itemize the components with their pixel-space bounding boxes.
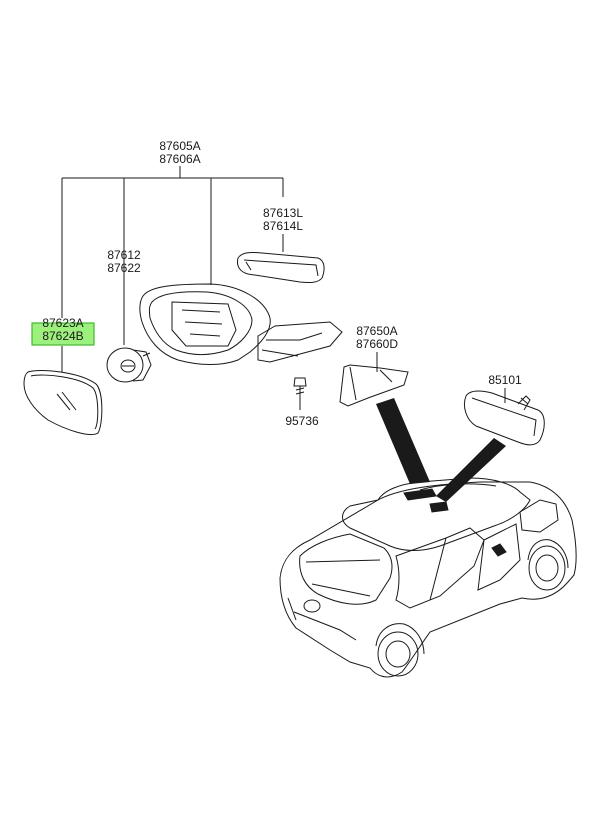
mirror-cover-part [237,252,325,283]
label-85101[interactable]: 85101 [488,373,522,387]
label-87623a[interactable]: 87623A [42,316,83,330]
vehicle-illustration [279,477,577,678]
label-87606a[interactable]: 87606A [159,152,200,166]
inside-mirror-part [463,390,545,446]
label-87624b[interactable]: 87624B [42,329,83,343]
actuator-part [106,347,152,383]
label-87605a[interactable]: 87605A [159,139,200,153]
label-87612[interactable]: 87612 [107,248,141,262]
screw-part [293,377,307,398]
label-87614l[interactable]: 87614L [263,219,303,233]
label-95736[interactable]: 95736 [285,414,319,428]
outside-mirror-housing-part [139,283,343,365]
leader-lines [61,166,506,410]
inside-cover-part [339,364,409,407]
pointer-arrows [376,398,506,502]
mirror-glass-part [23,370,103,435]
label-87660d[interactable]: 87660D [356,337,398,351]
highlight-box[interactable] [31,322,95,346]
label-87613l[interactable]: 87613L [263,206,303,220]
label-87650a[interactable]: 87650A [356,324,397,338]
label-87622[interactable]: 87622 [107,261,141,275]
